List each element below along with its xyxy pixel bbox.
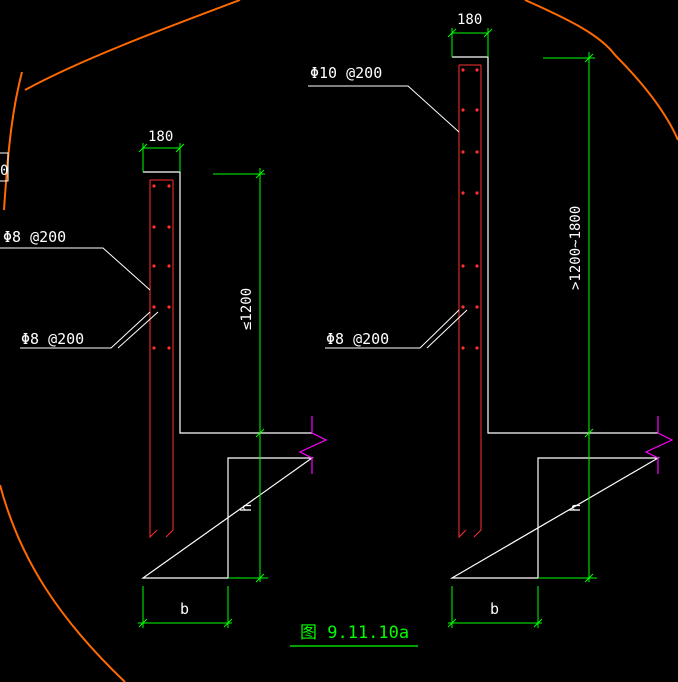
left-vertical-bar-label: Φ8 @200 [3, 228, 66, 246]
rebar-dot [475, 68, 479, 72]
left-rebar-outer [149, 179, 174, 539]
figure-caption: 图 9.11.10a [300, 623, 409, 643]
edge-fragment-label: 0 [0, 163, 8, 179]
rebar-dot [461, 191, 465, 195]
left-break-mark [298, 416, 328, 474]
right-footing-width-dimension [447, 586, 543, 628]
right-width-dim-label: 180 [457, 12, 482, 28]
rebar-dot [167, 225, 171, 229]
left-footing-width-dimension [138, 586, 233, 628]
left-vertical-bar-leader [0, 247, 151, 291]
rebar-dot [475, 264, 479, 268]
left-height-dim-label: ≤1200 [239, 288, 255, 330]
rebar-dot [167, 305, 171, 309]
left-footing-b-label: b [180, 600, 189, 618]
rebar-dot [461, 305, 465, 309]
right-rebar-outer [458, 64, 482, 539]
right-rebar-dots [461, 68, 479, 350]
right-height-dimension [538, 52, 597, 583]
right-width-dimension [447, 28, 493, 57]
left-width-dim-label: 180 [148, 129, 173, 145]
rebar-dot [152, 346, 156, 350]
left-footing-h-label: h [239, 504, 255, 512]
rebar-dot [475, 305, 479, 309]
rebar-dot [475, 346, 479, 350]
right-height-dim-label: >1200~1800 [568, 206, 584, 290]
right-footing-b-label: b [490, 600, 499, 618]
right-footing-h-label: h [568, 504, 584, 512]
rebar-dot [152, 305, 156, 309]
edge-box-fragment [0, 152, 9, 182]
right-detail: 180 >1200~1800 h b Φ10 @200 Φ8 @200 [308, 12, 674, 628]
rebar-dot [475, 191, 479, 195]
rebar-dot [167, 184, 171, 188]
right-vertical-bar-label: Φ10 @200 [310, 64, 382, 82]
rebar-dot [461, 150, 465, 154]
rebar-dot [461, 346, 465, 350]
boundary-curve-left [3, 71, 23, 211]
left-rebar-dots [152, 184, 171, 350]
right-break-mark [644, 416, 674, 474]
rebar-dot [152, 225, 156, 229]
right-horizontal-bar-label: Φ8 @200 [326, 330, 389, 348]
rebar-dot [152, 264, 156, 268]
boundary-curve-top [24, 0, 241, 91]
left-detail: 180 ≤1200 h b Φ8 @200 Φ8 @200 [0, 129, 328, 628]
rebar-dot [167, 346, 171, 350]
left-width-dimension [138, 143, 185, 172]
boundary-curve-top-right [524, 0, 678, 141]
rebar-dot [475, 108, 479, 112]
right-horizontal-bar-leader [325, 309, 468, 349]
right-vertical-bar-leader [308, 85, 460, 133]
right-wall-outline [449, 56, 661, 579]
left-wall-outline [141, 171, 314, 579]
rebar-dot [167, 264, 171, 268]
rebar-dot [461, 68, 465, 72]
boundary-curve-bottom-left [0, 484, 126, 682]
left-height-dimension [213, 168, 268, 583]
rebar-dot [152, 184, 156, 188]
left-horizontal-bar-leader [20, 311, 159, 349]
rebar-dot [461, 264, 465, 268]
left-horizontal-bar-label: Φ8 @200 [21, 330, 84, 348]
rebar-dot [475, 150, 479, 154]
rebar-dot [461, 108, 465, 112]
